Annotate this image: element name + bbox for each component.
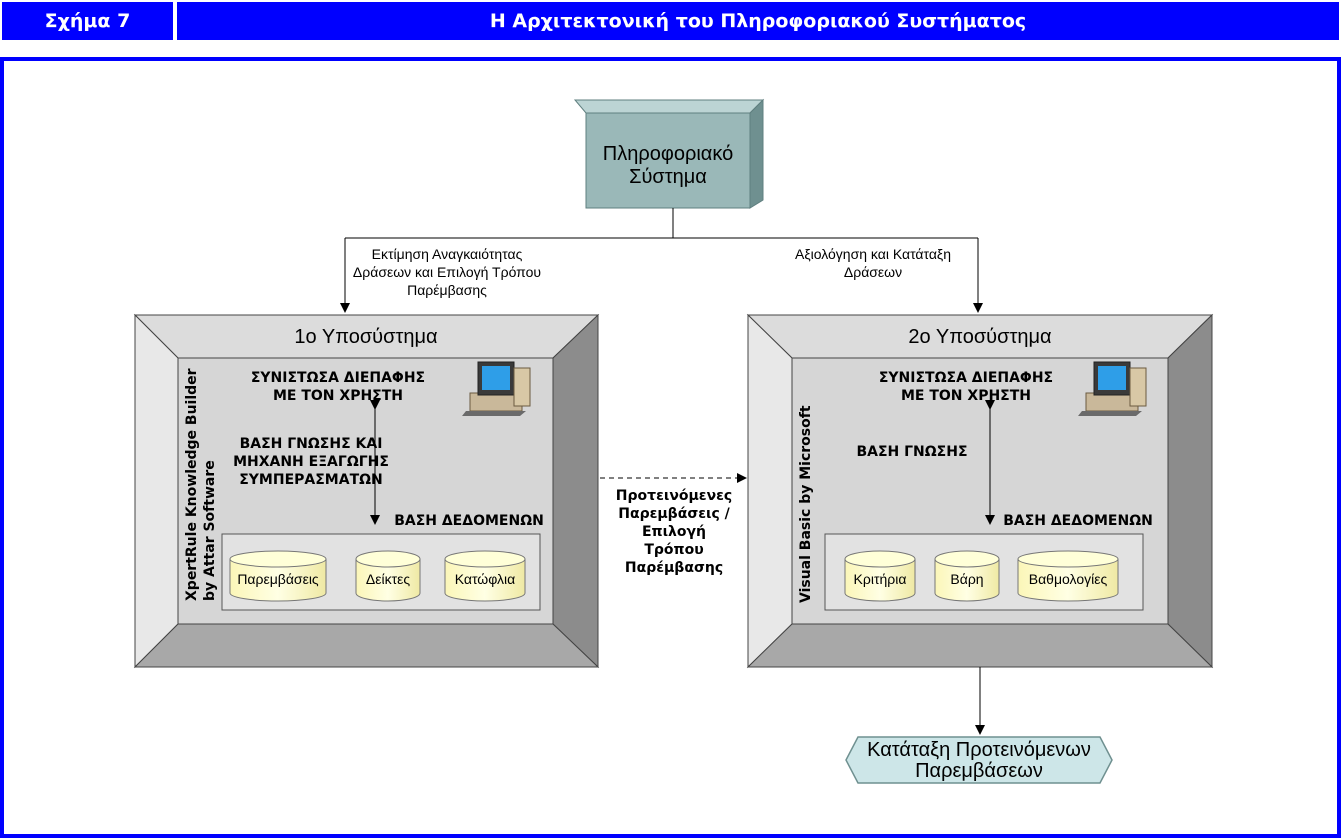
- subsystem-2-kb-label: ΒΑΣΗ ΓΝΩΣΗΣ: [856, 444, 967, 460]
- subsystem-1-software-line2: by Attar Software: [202, 460, 218, 601]
- cylinder-kritiria: Κριτήρια: [844, 550, 916, 602]
- subsystem-1-kb-line2: ΜΗΧΑΝΗ ΕΞΑΓΩΓΗΣ: [233, 454, 389, 470]
- cylinder-vari: Βάρη: [934, 550, 1000, 602]
- subsystem-1-kb-line3: ΣΥΜΠΕΡΑΣΜΑΤΩΝ: [239, 472, 383, 488]
- subsystem-1-title: 1ο Υποσύστημα: [294, 326, 437, 348]
- cylinder-parembaseis: Παρεμβάσεις: [229, 550, 327, 602]
- subsystem-1-db-label: ΒΑΣΗ ΔΕΔΟΜΕΝΩΝ: [394, 513, 544, 529]
- cylinder-deiktes: Δείκτες: [355, 550, 421, 602]
- svg-text:Προτεινόμενες: Προτεινόμενες: [616, 488, 732, 504]
- subsystem-2-ui-line1: ΣΥΝΙΣΤΩΣΑ ΔΙΕΠΑΦΗΣ: [879, 370, 1053, 386]
- subsystem-2-db-label: ΒΑΣΗ ΔΕΔΟΜΕΝΩΝ: [1003, 513, 1153, 529]
- subsystem-1-software-line1: XpertRule Knowledge Builder: [184, 368, 200, 601]
- svg-text:Βάρη: Βάρη: [950, 571, 983, 587]
- information-system-box: Πληροφοριακό Σύστημα: [573, 98, 765, 209]
- svg-text:Δείκτες: Δείκτες: [366, 571, 410, 587]
- subsystem-2-ui-line2: ΜΕ ΤΟΝ ΧΡΗΣΤΗ: [901, 388, 1031, 404]
- cylinder-vathmologies: Βαθμολογίες: [1017, 550, 1119, 602]
- figure-title: Η Αρχιτεκτονική του Πληροφοριακού Συστήμ…: [177, 2, 1339, 40]
- figure-number: Σχήμα 7: [2, 2, 173, 40]
- top-connectors: [340, 208, 983, 313]
- svg-text:Δράσεων: Δράσεων: [844, 264, 902, 280]
- svg-text:Τρόπου: Τρόπου: [644, 542, 703, 558]
- svg-text:Κατώφλια: Κατώφλια: [455, 571, 516, 587]
- subsystem-2-software: Visual Basic by Microsoft: [798, 405, 814, 603]
- left-edge-label: Εκτίμηση Αναγκαιότητας Δράσεων και Επιλο…: [350, 244, 565, 300]
- subsystem-1-ui-line2: ΜΕ ΤΟΝ ΧΡΗΣΤΗ: [273, 388, 403, 404]
- svg-text:Δράσεων και Επιλογή Τρόπου: Δράσεων και Επιλογή Τρόπου: [353, 264, 541, 280]
- subsystem-1: 1ο Υποσύστημα XpertRule Knowledge Builde…: [133, 313, 600, 669]
- info-system-line1: Πληροφοριακό: [603, 143, 733, 165]
- svg-text:Παρεμβάσεις: Παρεμβάσεις: [237, 571, 319, 587]
- output-box: Κατάταξη Προτεινόμενων Παρεμβάσεων: [845, 736, 1113, 784]
- svg-text:Αξιολόγηση και Κατάταξη: Αξιολόγηση και Κατάταξη: [795, 246, 951, 262]
- svg-text:Εκτίμηση Αναγκαιότητας: Εκτίμηση Αναγκαιότητας: [372, 246, 523, 262]
- output-line1: Κατάταξη Προτεινόμενων: [867, 739, 1091, 761]
- svg-text:Παρεμβάσεις /: Παρεμβάσεις /: [618, 506, 730, 522]
- subsystem-2-title: 2ο Υποσύστημα: [908, 326, 1051, 348]
- output-line2: Παρεμβάσεων: [915, 760, 1043, 782]
- svg-text:Κριτήρια: Κριτήρια: [854, 571, 907, 587]
- subsystem-2: 2ο Υποσύστημα Visual Basic by Microsoft …: [746, 313, 1214, 669]
- subsystem-1-ui-line1: ΣΥΝΙΣΤΩΣΑ ΔΙΕΠΑΦΗΣ: [251, 370, 425, 386]
- svg-text:Επιλογή: Επιλογή: [642, 524, 706, 540]
- computer-icon: [1078, 361, 1147, 416]
- cylinder-katoflia: Κατώφλια: [444, 550, 526, 602]
- middle-label: Προτεινόμενες Παρεμβάσεις / Επιλογή Τρόπ…: [616, 488, 732, 576]
- svg-text:Παρέμβασης: Παρέμβασης: [625, 560, 723, 576]
- svg-text:Βαθμολογίες: Βαθμολογίες: [1029, 571, 1108, 587]
- figure-header: Σχήμα 7 Η Αρχιτεκτονική του Πληροφοριακο…: [0, 0, 1341, 44]
- info-system-line2: Σύστημα: [629, 166, 707, 188]
- right-edge-label: Αξιολόγηση και Κατάταξη Δράσεων: [770, 244, 975, 282]
- svg-text:Παρέμβασης: Παρέμβασης: [407, 282, 487, 298]
- computer-icon: [462, 361, 531, 416]
- subsystem-1-kb-line1: ΒΑΣΗ ΓΝΩΣΗΣ ΚΑΙ: [240, 436, 383, 452]
